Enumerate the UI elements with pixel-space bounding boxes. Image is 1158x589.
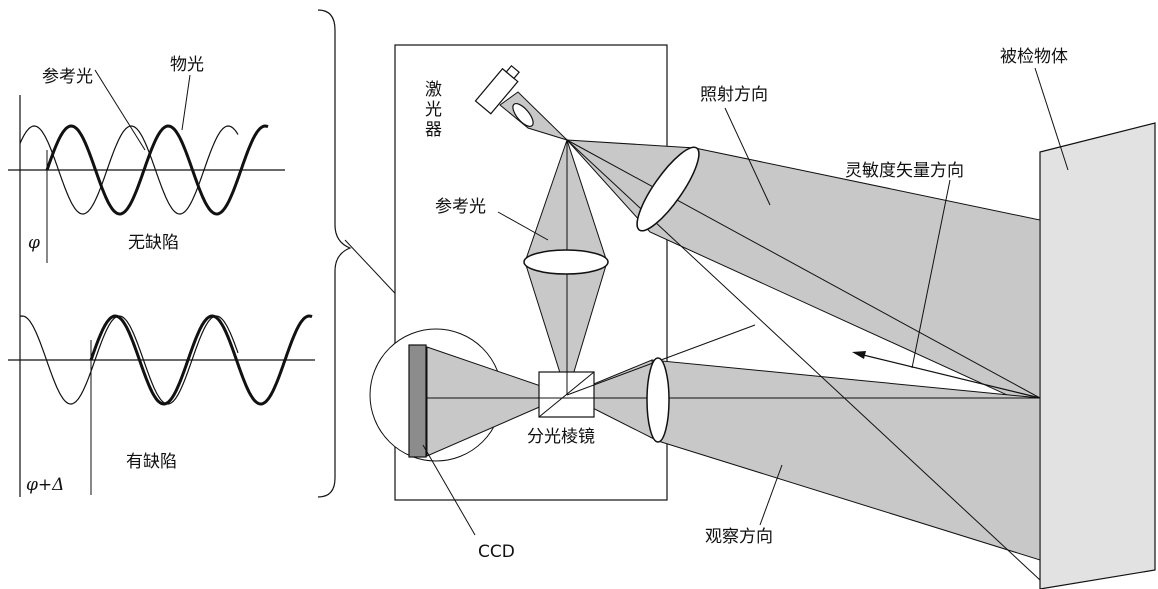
sensitivity-vector — [854, 352, 1041, 399]
ccd-beam — [426, 346, 569, 457]
phi-plus-delta-label: φ+Δ — [26, 475, 64, 495]
ccd-leader — [422, 444, 476, 536]
laser-label-2: 光 — [425, 100, 442, 120]
sensitivity-leader — [911, 179, 951, 369]
object-wave-no-defect — [45, 124, 269, 216]
illumination-chief-ray — [566, 139, 1041, 399]
illumination-leader — [724, 107, 771, 206]
sensitivity-vector-arrowhead — [852, 351, 866, 359]
waveform-panel: 参考光 物光 φ 无缺陷 有缺陷 φ+Δ — [8, 55, 315, 497]
inspected-object-label: 被检物体 — [1000, 47, 1068, 67]
beam-splitter-label: 分光棱镜 — [527, 427, 595, 447]
sensitivity-vector-label: 灵敏度矢量方向 — [845, 161, 964, 181]
ccd-label: CCD — [478, 542, 515, 562]
illumination-direction-label: 照射方向 — [700, 85, 768, 105]
observation-direction-label: 观察方向 — [705, 527, 773, 547]
has-defect-label: 有缺陷 — [126, 452, 177, 472]
phi-label: φ — [28, 233, 40, 253]
object-light-label: 物光 — [170, 55, 204, 75]
reference-light-label: 参考光 — [435, 197, 486, 217]
reference-wave-defect — [19, 315, 239, 405]
reference-light-leader — [94, 69, 146, 151]
observation-lens — [646, 357, 670, 443]
reference-light-label-top: 参考光 — [42, 67, 93, 87]
object-wave-defect — [89, 314, 313, 406]
no-defect-label: 无缺陷 — [128, 233, 179, 253]
ccd-sensor — [408, 344, 427, 458]
optical-setup: 激 光 器 参考光 照射方向 灵敏度矢量方向 被检物体 分光棱镜 CCD 观察方… — [369, 44, 1156, 589]
laser-lens — [512, 103, 534, 127]
object-light-leader — [181, 74, 191, 131]
illumination-lens — [636, 146, 700, 232]
observation-leader — [759, 464, 783, 526]
laser-label-3: 器 — [425, 120, 442, 140]
curly-brace — [317, 9, 352, 498]
inspected-object — [1039, 122, 1156, 589]
illumination-beam — [565, 139, 1041, 411]
reference-wave-no-defect — [19, 125, 239, 215]
laser-label-1: 激 — [425, 80, 442, 100]
reference-leader — [497, 211, 549, 241]
reference-lens — [523, 249, 609, 275]
object-leader — [1034, 67, 1069, 171]
laser-icon — [474, 64, 520, 115]
